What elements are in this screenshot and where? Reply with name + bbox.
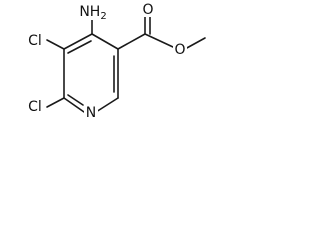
amino-group-label: NH2 (79, 4, 106, 22)
bond-ester-o-methyl (184, 37, 206, 50)
bond-n1-c6-inner (67, 94, 84, 106)
ring-nitrogen-label: N (86, 105, 96, 121)
chlorine-lower-label: Cl (28, 99, 42, 115)
bond-c6-cl (46, 97, 65, 108)
bond-carbonyl-ester-o (144, 33, 174, 48)
ester-oxygen-label: O (174, 42, 185, 58)
chemical-structure-diagram: NH2 Cl Cl N O O (25, 2, 206, 121)
chlorine-upper-label: Cl (28, 33, 42, 49)
bond-c3-carbonyl (117, 33, 146, 50)
bond-n1-c6 (63, 97, 85, 113)
bond-c2-n1 (95, 97, 119, 113)
bond-lines (46, 14, 206, 113)
bond-c5-c4-inner (67, 40, 92, 54)
bond-c5-cl (46, 39, 65, 50)
carbonyl-oxygen-label: O (142, 2, 153, 18)
atom-labels: NH2 Cl Cl N O O (25, 2, 187, 121)
bond-c5-c4 (63, 33, 93, 50)
bond-c4-c3 (91, 33, 119, 50)
